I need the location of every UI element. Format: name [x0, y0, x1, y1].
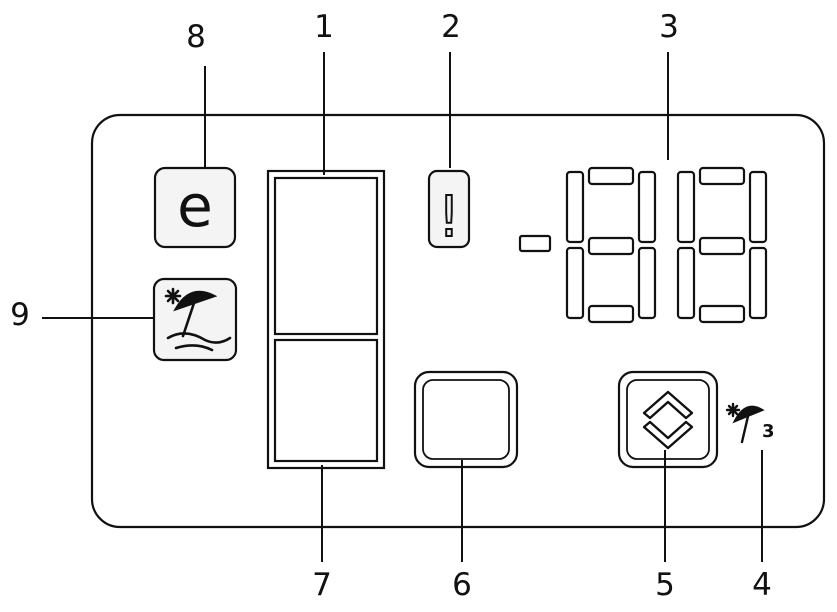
callout-7: 7 [312, 567, 332, 603]
alarm-indicator: ! [427, 169, 471, 251]
digit-1-segment-c [637, 246, 657, 320]
callout-3: 3 [659, 9, 679, 45]
alarm-exclamation-icon: ! [438, 185, 460, 250]
callout-1: 1 [314, 9, 334, 45]
digit-2-segment-d [698, 304, 746, 324]
callout-8: 8 [186, 19, 206, 55]
leader-lines [42, 52, 763, 562]
beach-umbrella-icon [164, 287, 232, 352]
digit-2-segment-b [748, 170, 768, 244]
freezer-compartment [273, 338, 379, 463]
digit-1-segment-a [587, 166, 635, 186]
select-compartment-button[interactable] [413, 370, 519, 469]
callout-5: 5 [655, 567, 675, 603]
temperature-display [518, 166, 768, 324]
temperature-select-button[interactable] [617, 370, 719, 469]
super-label: 3 [762, 421, 775, 442]
eco-button[interactable]: e [153, 166, 237, 249]
digit-2-segment-c [748, 246, 768, 320]
digit-1-segment-d [587, 304, 635, 324]
digit-2-segment-e [676, 246, 696, 320]
digit-1-segment-e [565, 246, 585, 320]
digit-1-segment-g [587, 236, 635, 256]
digit-1-segment-b [637, 170, 657, 244]
panel-outline [90, 113, 826, 529]
digit-1-segment-f [565, 170, 585, 244]
fridge-compartment [273, 176, 379, 336]
digit-2-segment-g [698, 236, 746, 256]
digit-2-segment-a [698, 166, 746, 186]
callout-9: 9 [10, 297, 30, 333]
callout-6: 6 [452, 567, 472, 603]
holiday-button[interactable] [152, 277, 238, 362]
super-function-icon: 3 [725, 402, 775, 444]
appliance-compartments [266, 169, 386, 470]
appliance-outer-frame [266, 169, 386, 470]
minus-segment [518, 234, 552, 253]
up-down-arrows-icon [642, 390, 694, 450]
digit-2-segment-f [676, 170, 696, 244]
eco-letter-icon: e [177, 172, 213, 240]
callout-2: 2 [441, 9, 461, 45]
callout-4: 4 [752, 567, 772, 603]
